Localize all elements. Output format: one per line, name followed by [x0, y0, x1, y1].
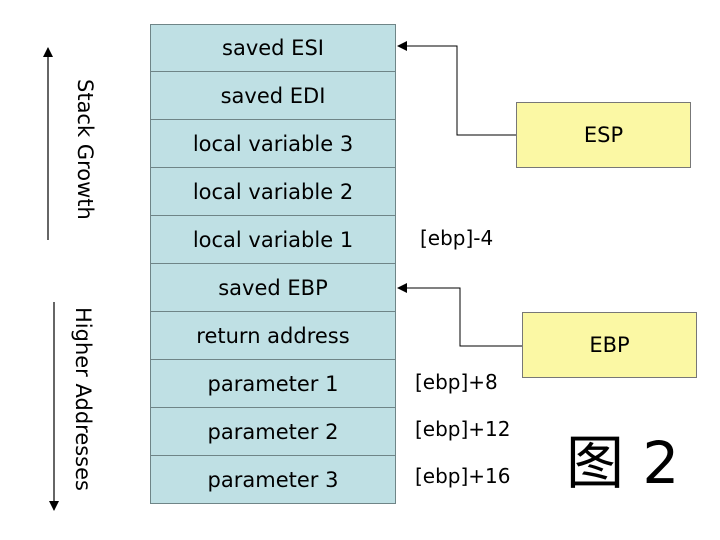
esp-register-box: ESP	[516, 102, 691, 168]
stack-cell-parameter-2: parameter 2	[150, 408, 396, 456]
esp-register-label: ESP	[583, 123, 624, 147]
higher-addresses-label: Higher Addresses	[71, 307, 95, 491]
stack-cell-local-variable-3: local variable 3	[150, 120, 396, 168]
stack-cell-saved-ebp: saved EBP	[150, 264, 396, 312]
stack-cell-local-variable-1: local variable 1	[150, 216, 396, 264]
figure-label: 图 2	[566, 429, 680, 497]
stack-cell-parameter-3: parameter 3	[150, 456, 396, 504]
stack-frame: saved ESI saved EDI local variable 3 loc…	[150, 24, 396, 504]
ebp-register-label: EBP	[589, 333, 630, 357]
ebp-pointer-line	[397, 283, 522, 347]
offset-parameter-1: [ebp]+8	[415, 370, 498, 394]
offset-parameter-2: [ebp]+12	[415, 417, 511, 441]
stack-cell-saved-edi: saved EDI	[150, 72, 396, 120]
esp-pointer-line	[397, 41, 516, 136]
offset-parameter-3: [ebp]+16	[415, 464, 511, 488]
stack-cell-parameter-1: parameter 1	[150, 360, 396, 408]
stack-cell-saved-esi: saved ESI	[150, 24, 396, 72]
stack-cell-return-address: return address	[150, 312, 396, 360]
stack-cell-local-variable-2: local variable 2	[150, 168, 396, 216]
stack-growth-label: Stack Growth	[73, 79, 97, 220]
offset-local-variable-1: [ebp]-4	[420, 226, 494, 250]
ebp-register-box: EBP	[522, 312, 697, 378]
